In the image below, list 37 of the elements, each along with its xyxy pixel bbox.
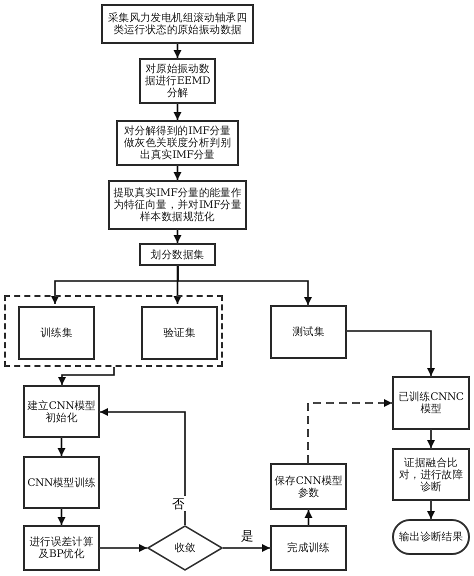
arrow xyxy=(100,544,147,552)
arrow xyxy=(174,230,182,243)
process-box: CNN模型训练 xyxy=(23,456,100,509)
process-box: 划分数据集 xyxy=(139,243,216,266)
process-box: 对原始振动数据进行EEMD分解 xyxy=(139,58,216,104)
arrow xyxy=(58,509,66,525)
process-box: 验证集 xyxy=(141,306,218,360)
process-box: 证据融合比对，进行故障诊断 xyxy=(392,448,470,501)
arrow xyxy=(307,399,392,463)
arrow xyxy=(427,501,435,519)
process-box: 对分解得到的IMF分量做灰色关联度分析判别出真实IMF分量 xyxy=(116,120,239,166)
arrow xyxy=(347,330,435,376)
edge-label: 否 xyxy=(171,496,186,511)
arrow xyxy=(304,510,312,525)
process-box: 建立CNN模型初始化 xyxy=(23,385,100,438)
arrow xyxy=(174,44,182,58)
process-box: 保存CNN模型参数 xyxy=(270,463,347,510)
decision-diamond: 收敛 xyxy=(147,525,223,571)
arrow xyxy=(174,166,182,180)
process-box: 进行误差计算及BP优化 xyxy=(23,525,100,571)
process-box: 完成训练 xyxy=(270,525,347,571)
arrow xyxy=(174,104,182,120)
arrow xyxy=(177,266,312,305)
arrow xyxy=(100,408,186,525)
arrow xyxy=(223,544,270,552)
arrow xyxy=(174,266,182,304)
terminal-box: 输出诊断结果 xyxy=(392,519,470,555)
arrow xyxy=(58,367,115,385)
process-box: 训练集 xyxy=(18,306,95,360)
edge-label: 是 xyxy=(240,528,255,543)
dashed-group-box xyxy=(4,295,223,367)
process-box: 测试集 xyxy=(270,305,347,359)
arrow xyxy=(427,430,435,448)
arrow xyxy=(58,438,66,456)
process-box: 采集风力发电机组滚动轴承四类运行状态的原始振动数据 xyxy=(101,4,254,44)
process-box: 已训练CNNC模型 xyxy=(392,376,470,430)
process-box: 提取真实IMF分量的能量作为特征向量，并对IMF分量样本数据规范化 xyxy=(108,180,247,230)
